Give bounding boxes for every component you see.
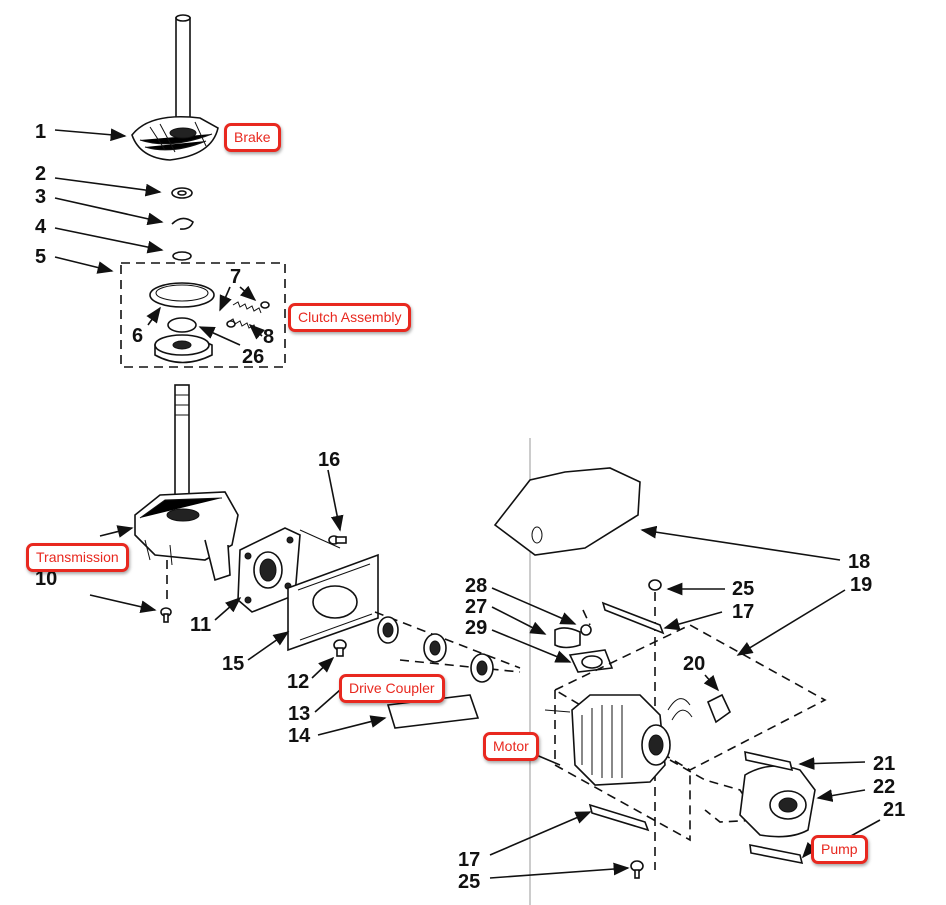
- part-number-25-top: 25: [732, 578, 754, 600]
- part-number-15: 15: [222, 653, 244, 675]
- clutch-parts: [149, 282, 270, 364]
- part-number-28: 28: [465, 575, 487, 597]
- plate-part-15: [287, 529, 379, 652]
- shield-part-18: [493, 467, 641, 556]
- strap-parts-bottom: [588, 803, 650, 879]
- motor-box: [553, 624, 827, 771]
- bolt-part-12: [333, 639, 347, 657]
- motor-part: [544, 693, 732, 786]
- part-number-22: 22: [873, 776, 895, 798]
- part-number-29: 29: [465, 617, 487, 639]
- leader-lines: [54, 128, 881, 879]
- part-number-3: 3: [35, 186, 46, 208]
- part-number-11: 11: [190, 614, 211, 636]
- part-number-5: 5: [35, 246, 46, 268]
- drive-coupler-parts: [374, 611, 521, 729]
- part-number-6: 6: [132, 325, 143, 347]
- drive-coupler-callout: Drive Coupler: [339, 674, 445, 703]
- part-number-7: 7: [230, 266, 241, 288]
- clutch-assembly-callout: Clutch Assembly: [288, 303, 412, 332]
- pump-part: [669, 750, 816, 865]
- part-number-17-bottom: 17: [458, 849, 480, 871]
- part-number-21-bottom: 21: [883, 799, 905, 821]
- transmission-callout: Transmission: [26, 543, 129, 572]
- part-number-12: 12: [287, 671, 309, 693]
- transmission-part: [134, 384, 239, 623]
- part-number-14: 14: [288, 725, 311, 747]
- brake-part: [131, 14, 219, 161]
- part-number-19: 19: [850, 574, 872, 596]
- capacitor-parts: [554, 609, 614, 673]
- part-number-20: 20: [683, 653, 705, 675]
- part-number-17-top: 17: [732, 601, 754, 623]
- clutch-assembly-box: [120, 262, 286, 368]
- part-number-8: 8: [263, 326, 274, 348]
- part-number-18: 18: [848, 551, 870, 573]
- part-number-10: 10: [35, 568, 57, 590]
- part-number-26: 26: [242, 346, 264, 368]
- part-number-1: 1: [35, 121, 46, 143]
- part-number-labels: 1 2 3 4 5 6 7 8 26 16 10 11 15 12 13 14 …: [35, 121, 905, 893]
- part-number-25-bottom: 25: [458, 871, 480, 893]
- part-number-21-top: 21: [873, 753, 895, 775]
- brake-callout: Brake: [224, 123, 281, 152]
- washer-parts: [171, 187, 194, 261]
- part-number-16: 16: [318, 449, 340, 471]
- part-number-13: 13: [288, 703, 310, 725]
- part-number-2: 2: [35, 163, 46, 185]
- part-number-4: 4: [35, 216, 47, 238]
- motor-callout: Motor: [483, 732, 539, 761]
- part-number-27: 27: [465, 596, 487, 618]
- pump-callout: Pump: [811, 835, 868, 864]
